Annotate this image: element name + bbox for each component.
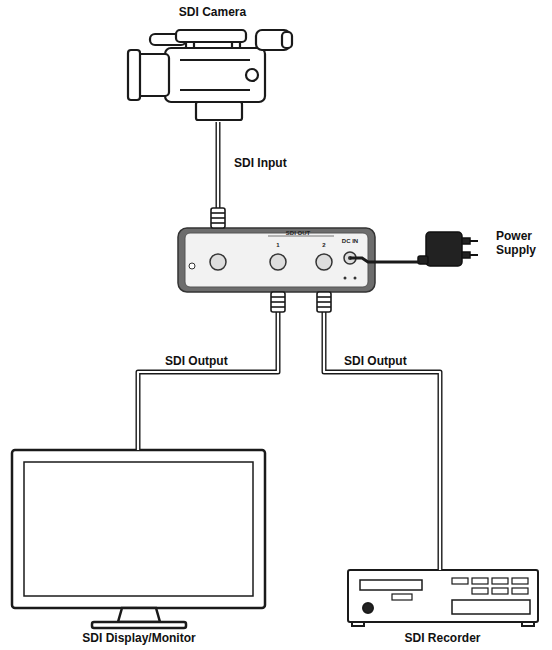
dc-cable-stub (350, 258, 375, 262)
sdi-cable (138, 292, 278, 450)
cable-label: SDI Output (163, 354, 230, 368)
display-monitor: SDI Display/Monitor (10, 450, 268, 648)
device-label: SDI Display/Monitor (10, 632, 268, 646)
port-label: 1 (272, 242, 284, 248)
sdi-cable (375, 262, 420, 263)
power-adapter (418, 232, 478, 266)
camera-drawing (128, 30, 292, 120)
recorder-drawing (348, 570, 538, 626)
cable-label: SDI Input (232, 156, 289, 170)
bnc-plug (211, 208, 331, 312)
monitor-drawing (12, 450, 265, 628)
cable-outline (324, 292, 440, 570)
device-label: Power Supply (496, 230, 548, 258)
port-label: SDI OUT (273, 230, 323, 236)
cable-outline (375, 261, 420, 264)
cable-core (324, 292, 440, 570)
port-label: DC IN (334, 238, 366, 244)
cable-label: SDI Output (342, 354, 409, 368)
cable-outline (138, 292, 278, 450)
splitter-device: SDI OUT 1 2 DC IN (178, 228, 375, 292)
sdi-recorder: SDI Recorder (340, 570, 545, 648)
power-supply: Power Supply (420, 226, 550, 270)
device-label: SDI Camera (125, 6, 300, 20)
port-label: 2 (318, 242, 330, 248)
device-label: SDI Recorder (340, 632, 545, 646)
splitter-box (178, 228, 375, 292)
camera-device: SDI Camera (125, 4, 300, 122)
cable-core (138, 292, 278, 450)
sdi-cable (324, 292, 440, 570)
